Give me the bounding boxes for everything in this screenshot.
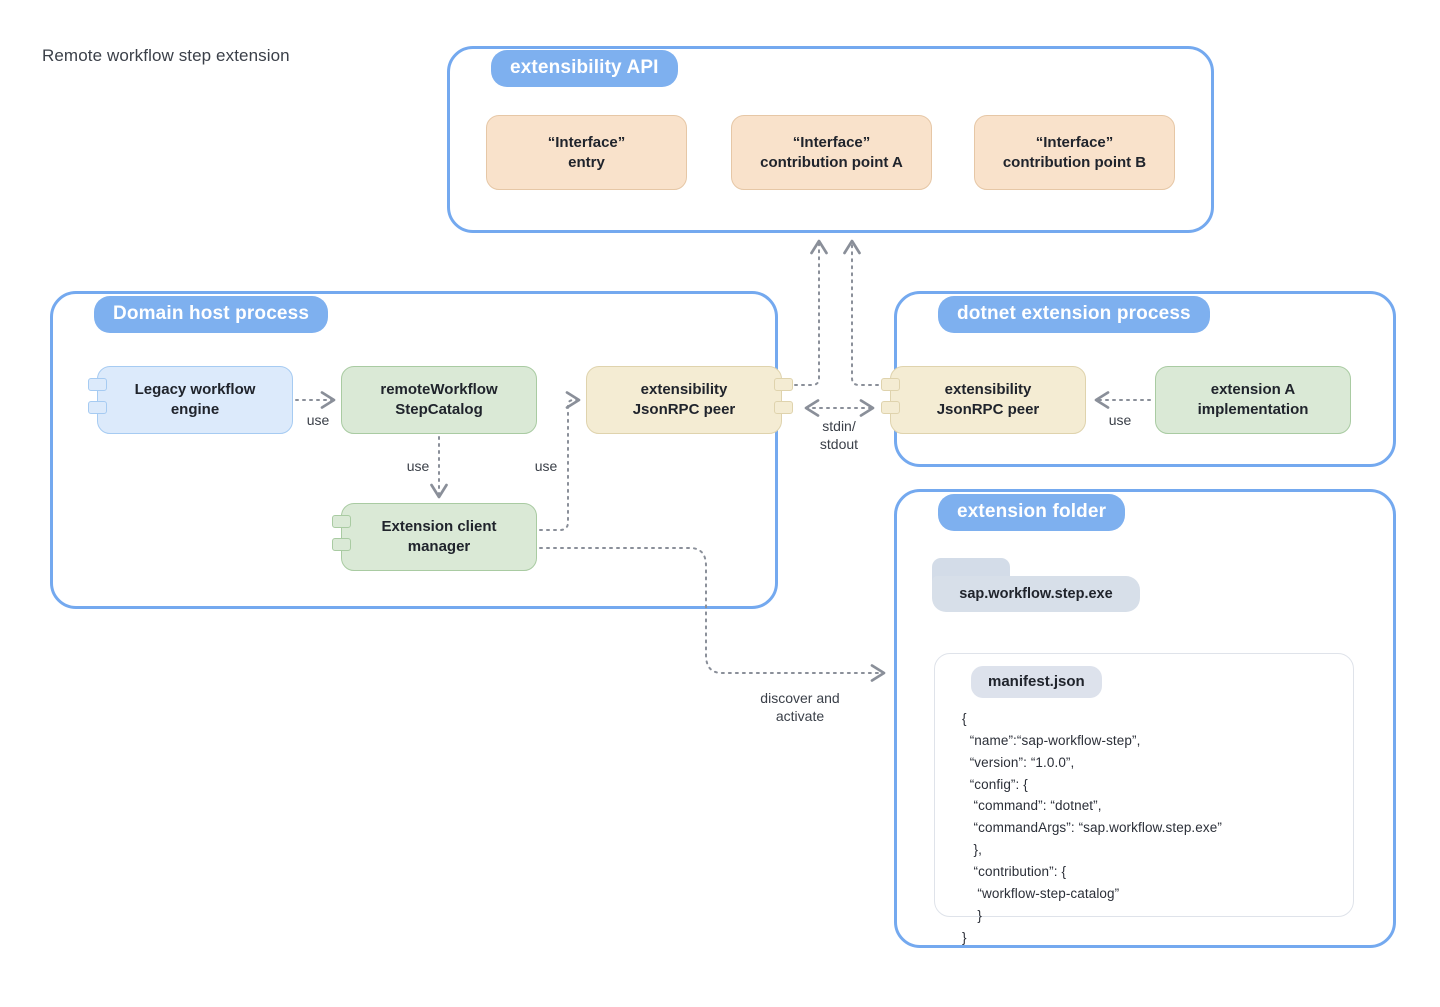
edge-label-use-manager-to-peer: use xyxy=(534,458,558,474)
edge-label-discover-and-activate: discover and activate xyxy=(760,690,840,724)
manifest-file-name: manifest.json xyxy=(971,666,1102,698)
port-client-manager-bottom xyxy=(332,538,351,551)
manifest-card[interactable]: manifest.json { “name”:“sap-workflow-ste… xyxy=(934,653,1354,945)
edge-label-use-legacy-to-catalog: use xyxy=(306,412,330,428)
node-label: Legacy workflow engine xyxy=(134,381,256,418)
node-label: Extension client manager xyxy=(381,518,497,555)
node-interface-entry[interactable]: “Interface” entry xyxy=(486,115,687,190)
node-remote-workflow-step-catalog[interactable]: remoteWorkflow StepCatalog xyxy=(341,366,537,434)
group-label-dotnet-extension-process: dotnet extension process xyxy=(938,296,1210,333)
edge-label-stdin-stdout: stdin/ stdout xyxy=(819,418,859,452)
edge-label-use-extension-to-peer: use xyxy=(1108,412,1132,428)
port-dotnet-peer-top xyxy=(881,378,900,391)
port-host-peer-bottom xyxy=(774,401,793,414)
node-host-extensibility-jsonrpc-peer[interactable]: extensibility JsonRPC peer xyxy=(586,366,782,434)
node-interface-contribution-point-b[interactable]: “Interface” contribution point B xyxy=(974,115,1175,190)
node-label: “Interface” contribution point A xyxy=(760,133,903,171)
port-client-manager-top xyxy=(332,515,351,528)
group-label-extensibility-api: extensibility API xyxy=(491,50,678,87)
node-label: remoteWorkflow StepCatalog xyxy=(380,381,498,418)
edge-dotnet-peer-to-api xyxy=(843,239,879,386)
edge-host-peer-to-api xyxy=(794,239,828,386)
group-label-domain-host-process: Domain host process xyxy=(94,296,329,333)
folder-sap-workflow-step-exe[interactable]: sap.workflow.step.exe xyxy=(932,558,1140,612)
port-dotnet-peer-bottom xyxy=(881,401,900,414)
page-title: Remote workflow step extension xyxy=(42,46,290,65)
edge-label-use-catalog-to-manager: use xyxy=(406,458,430,474)
node-interface-contribution-point-a[interactable]: “Interface” contribution point A xyxy=(731,115,932,190)
node-label: “Interface” entry xyxy=(547,133,626,171)
manifest-json-content: { “name”:“sap-workflow-step”, “version”:… xyxy=(962,711,1222,945)
node-label: extension A implementation xyxy=(1197,381,1309,418)
node-label: “Interface” contribution point B xyxy=(1002,133,1147,171)
node-dotnet-extensibility-jsonrpc-peer[interactable]: extensibility JsonRPC peer xyxy=(890,366,1086,434)
node-legacy-workflow-engine[interactable]: Legacy workflow engine xyxy=(97,366,293,434)
node-label: extensibility JsonRPC peer xyxy=(632,381,736,418)
port-legacy-engine-top xyxy=(88,378,107,391)
folder-name-label: sap.workflow.step.exe xyxy=(932,576,1140,612)
node-label: extensibility JsonRPC peer xyxy=(936,381,1040,418)
port-legacy-engine-bottom xyxy=(88,401,107,414)
node-extension-a-implementation[interactable]: extension A implementation xyxy=(1155,366,1351,434)
node-extension-client-manager[interactable]: Extension client manager xyxy=(341,503,537,571)
group-label-extension-folder: extension folder xyxy=(938,494,1126,531)
port-host-peer-top xyxy=(774,378,793,391)
